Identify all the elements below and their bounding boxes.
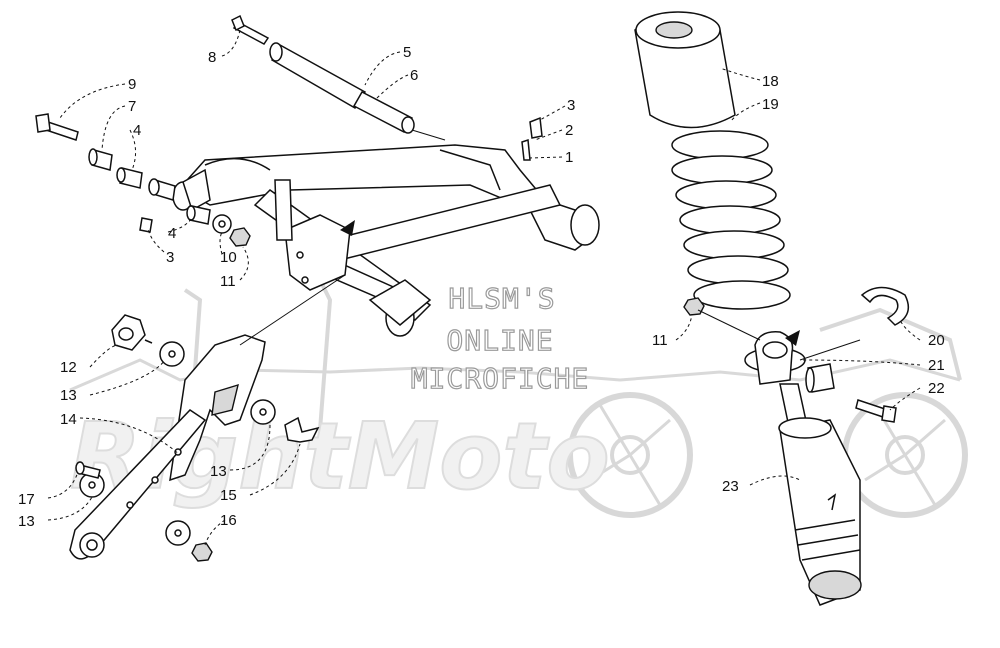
callout-5: 5 [403, 44, 411, 61]
callout-labels: 8 5 6 9 7 4 3 2 1 4 3 10 11 18 19 12 13 … [18, 44, 945, 530]
shock-assembly [634, 11, 910, 606]
callout-11-right: 11 [652, 332, 668, 349]
watermark-line-1: HLSM'S [448, 282, 555, 315]
orientation-arrow-icon [340, 220, 355, 236]
callout-4-lower: 4 [168, 225, 176, 242]
callout-13-lower: 13 [18, 513, 35, 530]
front-pivot-hardware [35, 113, 543, 247]
callout-21: 21 [928, 357, 945, 374]
callout-12: 12 [60, 359, 77, 376]
orientation-arrow-icon [785, 330, 800, 346]
callout-4-top: 4 [133, 122, 141, 139]
coil-spring [671, 130, 791, 310]
callout-16: 16 [220, 512, 237, 529]
callout-6: 6 [410, 67, 418, 84]
callout-7: 7 [128, 98, 136, 115]
callout-17: 17 [18, 491, 35, 508]
callout-11-left: 11 [220, 273, 236, 290]
watermark-line-2: ONLINE [446, 324, 553, 357]
callout-22: 22 [928, 380, 945, 397]
callout-20: 20 [928, 332, 945, 349]
leader-lines [47, 29, 921, 546]
callout-14: 14 [60, 411, 77, 428]
callout-1: 1 [565, 149, 573, 166]
callout-8: 8 [208, 49, 216, 66]
swing-arm [172, 144, 600, 337]
watermark-text-block: HLSM'S ONLINE MICROFICHE [410, 281, 590, 395]
callout-2: 2 [565, 122, 573, 139]
callout-13-middle: 13 [210, 463, 227, 480]
callout-9: 9 [128, 76, 136, 93]
callout-23: 23 [722, 478, 739, 495]
callout-10: 10 [220, 249, 237, 266]
callout-13-upper: 13 [60, 387, 77, 404]
callout-18: 18 [762, 73, 779, 90]
strap-assembly [69, 274, 346, 562]
callout-19: 19 [762, 96, 779, 113]
callout-3-top: 3 [567, 97, 575, 114]
callout-3-lower: 3 [166, 249, 174, 266]
callout-15: 15 [220, 487, 237, 504]
pivot-shaft [231, 14, 415, 134]
watermark-line-3: MICROFICHE [411, 362, 590, 395]
